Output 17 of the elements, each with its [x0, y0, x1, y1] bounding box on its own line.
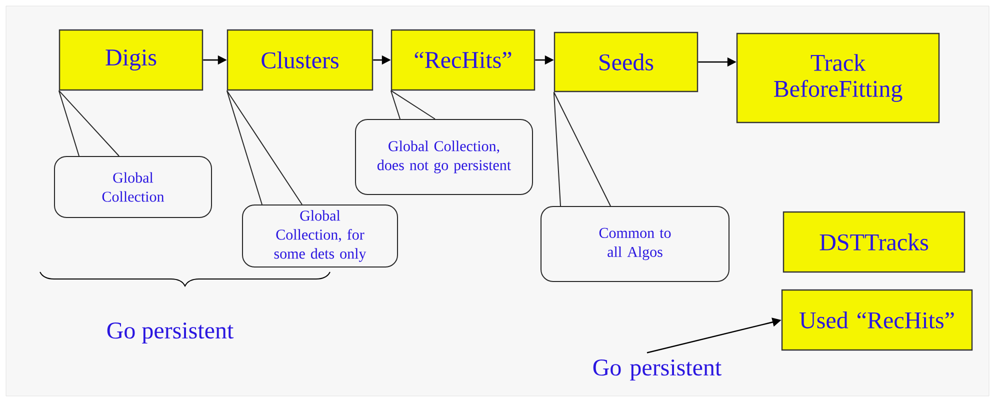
- callout-tail: [390, 90, 436, 120]
- callout-bubble: Common to all Algos: [540, 206, 730, 282]
- callout-tail: [553, 92, 611, 206]
- process-box: Digis: [58, 29, 204, 91]
- caption-text: Go persistent: [107, 322, 234, 344]
- callout-bubble: Global Collection, for some dets only: [242, 204, 398, 268]
- callout-tail: [226, 90, 302, 205]
- process-box: “RecHits”: [390, 29, 536, 91]
- callout-bubble: Global Collection: [54, 156, 212, 218]
- process-box: Seeds: [554, 32, 698, 92]
- process-box: DSTTracks: [782, 211, 966, 273]
- callout-bubble: Global Collection, does not go persistent: [355, 119, 533, 195]
- caption-text: Go persistent: [593, 360, 722, 380]
- process-box: Clusters: [226, 29, 374, 91]
- callout-tail: [58, 90, 120, 156]
- process-box: Used “RecHits”: [781, 289, 973, 351]
- process-box: Track BeforeFitting: [736, 32, 940, 124]
